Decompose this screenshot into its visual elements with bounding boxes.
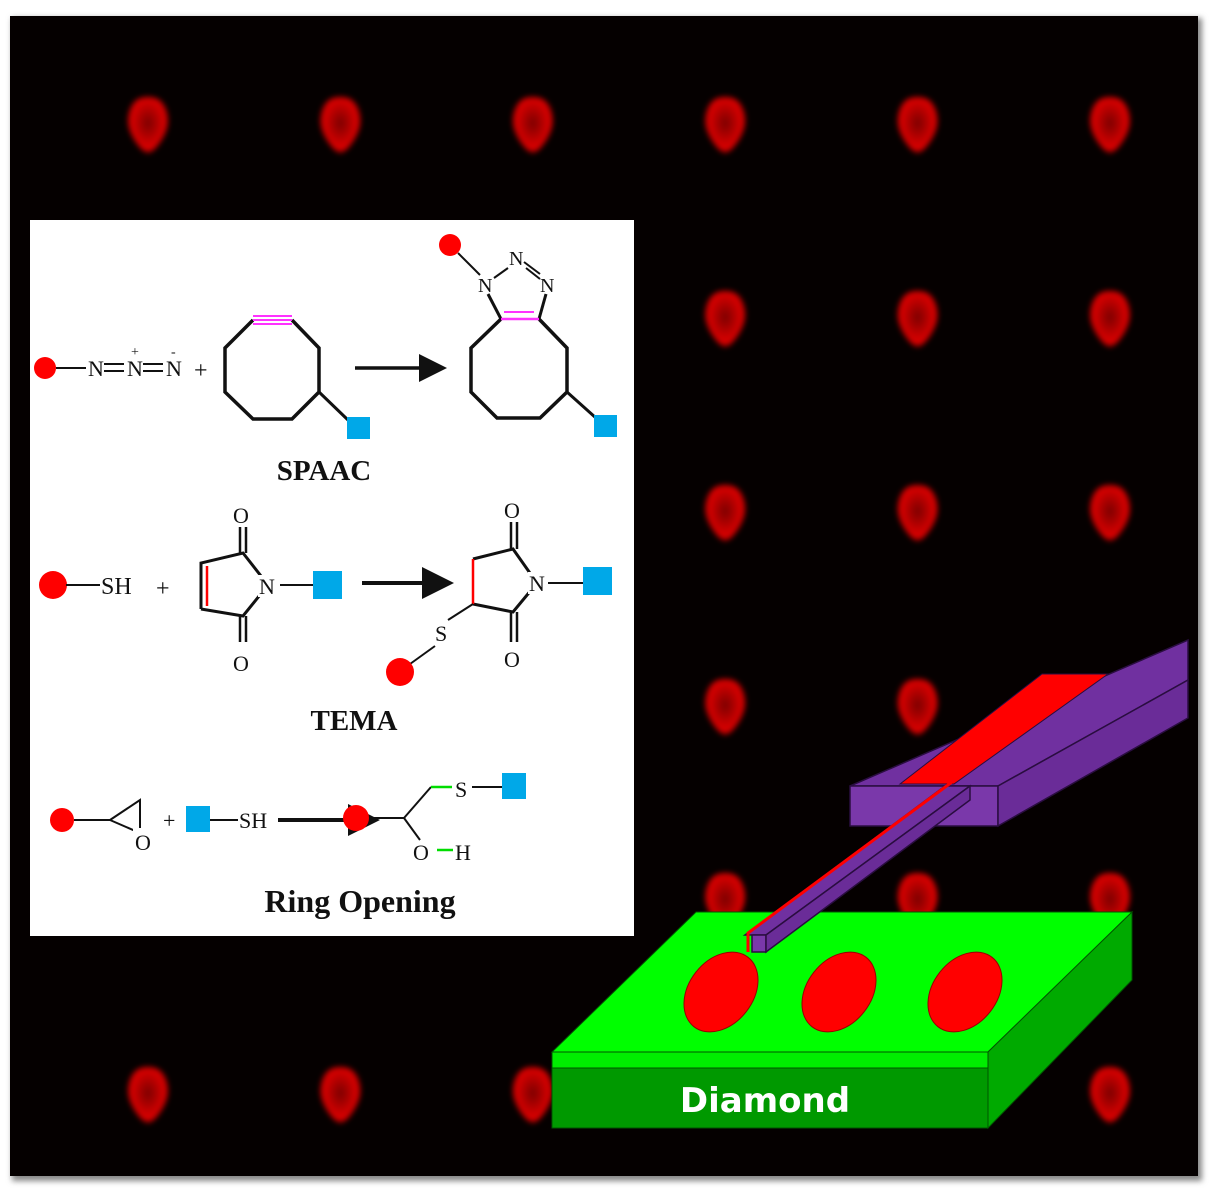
succinimide-atom: O bbox=[504, 498, 520, 523]
red-circle-icon bbox=[386, 658, 414, 686]
fluorescent-spot bbox=[1089, 291, 1131, 349]
red-circle-icon bbox=[39, 571, 67, 599]
ink-channel bbox=[746, 780, 953, 952]
printed-spot bbox=[683, 951, 759, 1033]
blue-square-icon bbox=[347, 417, 370, 439]
maleimide-atom: O bbox=[233, 651, 249, 676]
bond bbox=[403, 817, 421, 841]
bond bbox=[493, 267, 509, 279]
red-circle-icon bbox=[343, 805, 369, 831]
bond bbox=[409, 645, 436, 665]
atom-bg bbox=[133, 828, 149, 846]
blue-square-icon bbox=[502, 773, 526, 799]
fluorescent-spot bbox=[512, 1067, 554, 1125]
reaction-label-spaac: SPAAC bbox=[277, 455, 372, 487]
fluorescent-spot bbox=[704, 679, 746, 737]
fluorescent-spot bbox=[897, 679, 938, 737]
bond bbox=[317, 390, 350, 422]
fluorescent-spot bbox=[704, 291, 746, 349]
fluorescent-spot bbox=[897, 97, 938, 155]
fluorescent-spot bbox=[320, 97, 361, 155]
thiol-group: SH bbox=[239, 808, 267, 833]
fluorescent-spot bbox=[127, 97, 169, 155]
triazole-atom: N bbox=[478, 275, 492, 297]
succinimide-atom: O bbox=[504, 647, 520, 672]
cantilever-tip bbox=[751, 934, 767, 953]
bond bbox=[537, 293, 548, 320]
fluorescent-spot bbox=[1089, 485, 1131, 543]
cyclooctyne-ring bbox=[223, 318, 321, 421]
plus-sign: + bbox=[156, 576, 170, 602]
epoxide-atom: O bbox=[135, 830, 151, 855]
succinimide-atom: N bbox=[529, 571, 545, 596]
atom-bg bbox=[528, 572, 548, 594]
product-atom: S bbox=[455, 777, 467, 802]
fluorescent-spot bbox=[897, 485, 938, 543]
fluorescent-spot bbox=[1089, 97, 1131, 155]
fluorescent-spot bbox=[704, 485, 746, 543]
atom-bg bbox=[258, 575, 278, 597]
reactions-panel: N N + N - + N N N bbox=[30, 220, 634, 936]
thiol-group: SH bbox=[101, 574, 132, 600]
maleimide-ring bbox=[199, 551, 270, 618]
reaction-label-tema: TEMA bbox=[311, 705, 398, 737]
blue-square-icon bbox=[583, 567, 612, 595]
fluorescent-spot bbox=[897, 291, 938, 349]
cyclooctene-ring bbox=[469, 317, 569, 420]
triazole-atom: N bbox=[509, 248, 523, 270]
bond bbox=[457, 252, 481, 276]
plus-sign: + bbox=[163, 808, 175, 833]
reaction-tema: SH + N O O N O O bbox=[39, 498, 612, 737]
triple-bond bbox=[253, 315, 292, 325]
fluorescent-spot bbox=[1089, 1067, 1131, 1125]
azide-atom: N bbox=[166, 356, 182, 381]
fluorescent-spot bbox=[704, 97, 746, 155]
diamond-substrate-edge bbox=[551, 1051, 989, 1069]
product-atom: H bbox=[455, 840, 471, 865]
maleimide-atom: N bbox=[259, 574, 275, 599]
red-circle-icon bbox=[34, 357, 56, 379]
diamond-label: Diamond bbox=[680, 1081, 850, 1121]
azide-atom: N bbox=[127, 356, 143, 381]
bond bbox=[486, 293, 503, 320]
printed-spot bbox=[927, 951, 1003, 1033]
diamond-substrate-side bbox=[987, 910, 1133, 1130]
blue-square-icon bbox=[186, 806, 210, 832]
charge-minus: - bbox=[171, 345, 176, 360]
bond bbox=[565, 390, 598, 420]
charge-plus: + bbox=[131, 345, 139, 360]
plus-sign: + bbox=[194, 358, 208, 384]
azide-atom: N bbox=[88, 356, 104, 381]
reaction-label-ring-opening: Ring Opening bbox=[264, 883, 455, 919]
reaction-spaac: N N + N - + N N N bbox=[34, 234, 617, 487]
bond bbox=[525, 267, 541, 280]
printed-spot bbox=[801, 951, 877, 1033]
probe-reservoir-side bbox=[997, 678, 1189, 828]
blue-square-icon bbox=[313, 571, 342, 599]
fluorescent-spot bbox=[320, 1067, 361, 1125]
sulfur-atom: S bbox=[435, 621, 447, 646]
bond bbox=[523, 261, 541, 275]
reaction-ring-opening: O + SH S O H Ring Opening bbox=[50, 773, 526, 919]
fluorescent-spot bbox=[127, 1067, 169, 1125]
fluorescent-spot bbox=[512, 97, 554, 155]
ink-reservoir bbox=[898, 673, 1110, 785]
triazole-atom: N bbox=[540, 275, 554, 297]
product-atom: O bbox=[413, 840, 429, 865]
red-circle-icon bbox=[50, 808, 74, 832]
bond bbox=[403, 786, 432, 819]
bond bbox=[447, 603, 474, 621]
chip-illustration: Diamond bbox=[550, 638, 1189, 1130]
cantilever-side bbox=[765, 784, 971, 954]
red-circle-icon bbox=[439, 234, 461, 256]
blue-square-icon bbox=[594, 415, 617, 437]
epoxide-ring bbox=[109, 798, 141, 835]
maleimide-atom: O bbox=[233, 503, 249, 528]
